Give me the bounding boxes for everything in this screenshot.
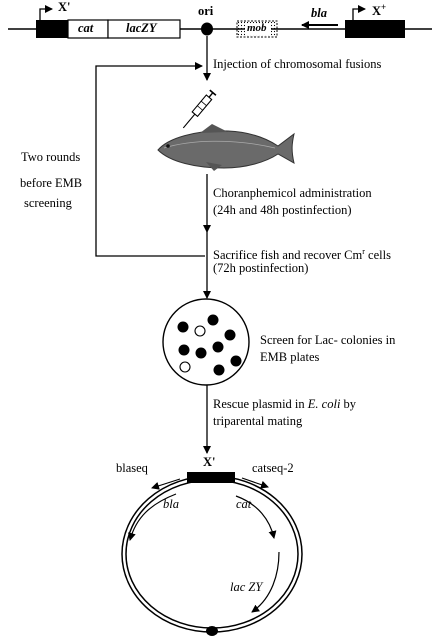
step-screen-line2: EMB plates bbox=[260, 350, 320, 364]
x-prime-insert bbox=[187, 472, 235, 483]
plasmid-ori bbox=[206, 626, 218, 636]
black-colony bbox=[207, 314, 219, 326]
black-colony bbox=[178, 344, 190, 356]
ori-site bbox=[201, 22, 213, 36]
chromosomal-construct bbox=[8, 5, 432, 39]
plasmid-x-prime-label: X' bbox=[203, 455, 216, 469]
construct-ori-label: ori bbox=[198, 4, 214, 18]
step-injection: Injection of chromosomal fusions bbox=[213, 57, 382, 71]
plasmid-inner-ring bbox=[125, 479, 299, 629]
loop-label-line2: before EMB bbox=[20, 176, 83, 190]
syringe-icon bbox=[182, 89, 217, 129]
plasmid-cat-label: cat bbox=[236, 497, 252, 511]
loop-label-line1: Two rounds bbox=[21, 150, 81, 164]
lacZY-gene-box bbox=[107, 19, 181, 39]
fish-icon bbox=[157, 124, 295, 171]
plate-dish bbox=[162, 298, 250, 386]
loop-label-line3: screening bbox=[24, 196, 72, 210]
step-chloramphenicol-line2: (24h and 48h postinfection) bbox=[213, 203, 352, 217]
plasmid-bla-label: bla bbox=[163, 497, 179, 511]
workflow-arrows bbox=[95, 36, 211, 454]
feedback-loop bbox=[95, 62, 205, 257]
x-prime-block bbox=[36, 20, 68, 38]
white-colony bbox=[179, 361, 191, 373]
black-colony bbox=[230, 355, 242, 367]
plasmid-catseq-label: catseq-2 bbox=[252, 461, 294, 475]
construct-x-plus-label: X+ bbox=[372, 2, 387, 19]
step-sacrifice-line1: Sacrifice fish and recover Cmr cells bbox=[213, 247, 391, 263]
cat-gene-arc bbox=[235, 495, 277, 539]
black-colony bbox=[195, 347, 207, 359]
x-prime-promoter-arrow bbox=[39, 5, 53, 20]
step-rescue-line2: triparental mating bbox=[213, 414, 303, 428]
lacZY-gene-arc bbox=[251, 551, 280, 613]
black-colony bbox=[212, 341, 224, 353]
black-colony bbox=[177, 321, 189, 333]
step-rescue-line1: Rescue plasmid in E. coli by bbox=[213, 397, 357, 411]
plasmid-blaseq-label: blaseq bbox=[116, 461, 148, 475]
blaseq-primer-arrow bbox=[151, 478, 181, 490]
x-plus-promoter-arrow bbox=[352, 5, 366, 20]
construct-cat-label: cat bbox=[78, 21, 94, 35]
step-sacrifice-line2: (72h postinfection) bbox=[213, 261, 309, 275]
construct-mob-label: mob bbox=[247, 22, 267, 34]
rescued-plasmid bbox=[121, 472, 303, 636]
construct-bla-label: bla bbox=[311, 6, 327, 20]
step-screen-line1: Screen for Lac- colonies in bbox=[260, 333, 396, 347]
bla-gene-arc bbox=[127, 493, 177, 541]
black-colony bbox=[224, 329, 236, 341]
plasmid-lacZY-label: lac ZY bbox=[230, 580, 263, 594]
construct-x-prime-label: X' bbox=[58, 0, 71, 14]
construct-lacZY-label: lacZY bbox=[126, 21, 157, 35]
step-chloramphenicol-line1: Choranphemicol administration bbox=[213, 186, 372, 200]
white-colony bbox=[194, 325, 206, 337]
mob-label-bg bbox=[245, 24, 271, 35]
black-colony bbox=[213, 364, 225, 376]
x-plus-block bbox=[345, 20, 405, 38]
plasmid-outer-ring bbox=[121, 475, 303, 633]
catseq-primer-arrow bbox=[241, 477, 269, 489]
emb-plate bbox=[162, 298, 250, 386]
